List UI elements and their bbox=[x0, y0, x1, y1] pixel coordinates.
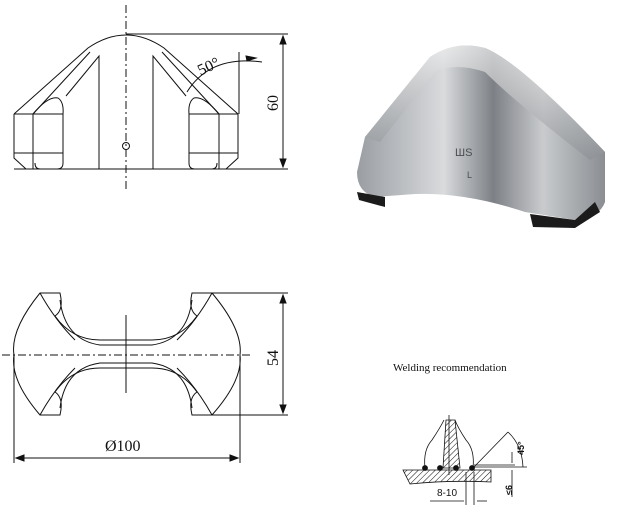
top-view-drawing bbox=[2, 292, 288, 463]
weld-angle-label: 45° bbox=[516, 441, 526, 455]
embossed-sub-mark: L bbox=[467, 170, 473, 180]
embossed-mark: ШS bbox=[455, 147, 473, 159]
welding-detail-drawing bbox=[402, 415, 527, 505]
weld-gap-label: 8-10 bbox=[437, 488, 458, 499]
part-3d-render: ШS L bbox=[345, 42, 615, 232]
weld-leg-label: ≤6 bbox=[504, 485, 514, 495]
welding-title: Welding recommendation bbox=[393, 362, 507, 374]
diameter-dimension-label: Ø100 bbox=[105, 438, 141, 455]
width-dimension-label: 54 bbox=[265, 350, 282, 366]
height-dimension-label: 60 bbox=[265, 95, 282, 111]
